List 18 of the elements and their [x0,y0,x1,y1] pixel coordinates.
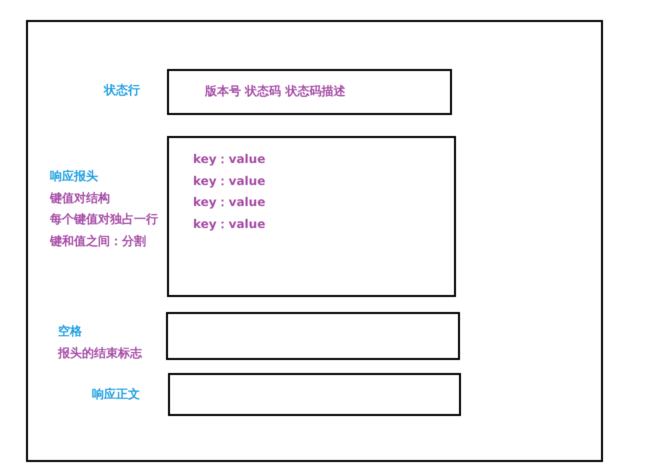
section-heading: 状态行 [104,83,140,98]
box-text: key：value [193,174,266,188]
box-text: key：value [193,152,266,167]
box-text: 版本号 状态码 状态码描述 [205,84,346,99]
box-text: key：value [193,195,266,210]
section-box [167,69,452,115]
section-heading: 响应正文 [92,387,140,402]
outer-frame [26,20,603,462]
section-note: 键和值之间：分割 [50,234,146,248]
section-note: 每个键值对独占一行 [50,212,158,227]
box-text: key：value [193,216,266,232]
section-box [168,373,461,416]
section-note: 键值对结构 [50,190,110,206]
section-note: 报头的结束标志 [58,346,142,361]
section-box [167,136,456,297]
section-box [166,312,460,360]
section-heading: 空格 [58,324,82,339]
section-heading: 响应报头 [50,169,98,184]
